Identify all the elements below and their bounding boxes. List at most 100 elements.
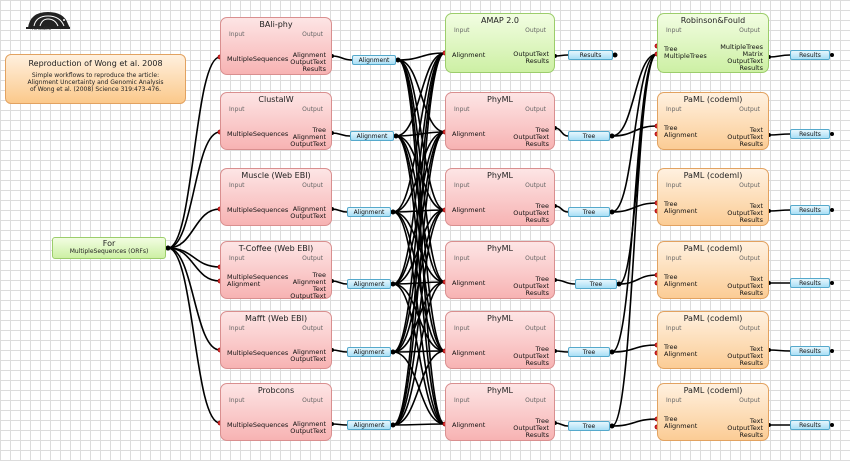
output-port-label[interactable]: OutputText bbox=[513, 423, 549, 432]
alignment-wire-node[interactable]: Alignment bbox=[347, 207, 391, 217]
input-port-label[interactable]: Alignment bbox=[452, 349, 486, 357]
output-port-label[interactable]: Results bbox=[525, 139, 549, 148]
input-port-label[interactable]: Alignment bbox=[664, 207, 698, 215]
output-port-label[interactable]: Results bbox=[525, 358, 549, 367]
output-port-label[interactable]: Alignment bbox=[292, 132, 326, 141]
output-port-label[interactable]: Tree bbox=[312, 125, 326, 134]
results-wire-node[interactable]: Results bbox=[790, 50, 830, 60]
input-port-label[interactable]: Alignment bbox=[664, 422, 698, 430]
output-port-label[interactable]: OutputText bbox=[290, 139, 326, 148]
output-port-label[interactable]: OutputText bbox=[513, 208, 549, 217]
output-port-label[interactable]: Results bbox=[739, 358, 763, 367]
output-port-label[interactable]: OutputText bbox=[513, 50, 549, 58]
results-wire-node[interactable]: Results bbox=[790, 205, 830, 215]
output-port-label[interactable]: OutputText bbox=[513, 281, 549, 290]
output-port-label[interactable]: Results bbox=[739, 64, 763, 72]
output-port-label[interactable]: Results bbox=[739, 430, 763, 439]
output-port-label[interactable]: Tree bbox=[312, 271, 326, 279]
output-port-label[interactable]: Tree bbox=[535, 344, 549, 353]
input-port-label[interactable]: Tree bbox=[664, 124, 678, 132]
input-port-label[interactable]: Alignment bbox=[452, 51, 486, 59]
output-port-label[interactable]: Results bbox=[739, 288, 763, 297]
results-wire-node[interactable]: Results bbox=[790, 420, 830, 430]
output-port-label[interactable]: Results bbox=[302, 64, 326, 73]
tree-wire-node[interactable]: Tree bbox=[568, 207, 610, 217]
results-wire-node[interactable]: Results bbox=[790, 129, 830, 139]
alignment-wire-node[interactable]: Alignment bbox=[352, 55, 396, 65]
output-port-label[interactable]: MultipleTrees bbox=[720, 43, 763, 51]
input-port-label[interactable]: Alignment bbox=[227, 280, 261, 288]
input-port-label[interactable]: MultipleSequences bbox=[227, 421, 289, 429]
output-port-label[interactable]: Results bbox=[525, 288, 549, 297]
output-port-label[interactable]: Alignment bbox=[292, 278, 326, 286]
input-port-label[interactable]: Alignment bbox=[664, 131, 698, 139]
input-port-label[interactable]: Alignment bbox=[452, 279, 486, 287]
input-port-label[interactable]: Alignment bbox=[452, 421, 486, 429]
output-port-label[interactable]: Text bbox=[312, 285, 326, 293]
results-wire-node[interactable]: Results bbox=[790, 346, 830, 356]
input-port-label[interactable]: MultipleSequences bbox=[227, 273, 289, 281]
output-port-label[interactable]: OutputText bbox=[290, 355, 326, 363]
output-port-label[interactable]: Text bbox=[749, 125, 763, 134]
input-port-label[interactable]: Tree bbox=[664, 343, 678, 351]
workflow-info-box[interactable]: Reproduction of Wong et al. 2008 Simple … bbox=[5, 54, 186, 104]
alignment-wire-node[interactable]: Alignment bbox=[347, 420, 391, 430]
input-port-label[interactable]: Tree bbox=[664, 273, 678, 281]
output-port-label[interactable]: Alignment bbox=[292, 348, 326, 356]
alignment-wire-node[interactable]: Alignment bbox=[347, 279, 391, 289]
tree-wire-node[interactable]: Tree bbox=[568, 421, 610, 431]
output-port-label[interactable]: Tree bbox=[535, 125, 549, 134]
alignment-wire-node[interactable]: Alignment bbox=[350, 131, 394, 141]
output-port-label[interactable]: OutputText bbox=[513, 351, 549, 360]
output-port-label[interactable]: OutputText bbox=[727, 208, 763, 217]
alignment-wire-node[interactable]: Alignment bbox=[347, 347, 391, 357]
input-port-label[interactable]: MultipleSequences bbox=[227, 55, 289, 63]
output-port-label[interactable]: OutputText bbox=[727, 132, 763, 141]
input-port-label[interactable]: Alignment bbox=[664, 280, 698, 288]
output-port-label[interactable]: Text bbox=[749, 416, 763, 425]
output-port-label[interactable]: Text bbox=[749, 274, 763, 283]
input-port-label[interactable]: MultipleSequences bbox=[227, 206, 289, 214]
output-port-label[interactable]: OutputText bbox=[727, 351, 763, 360]
output-port-label[interactable]: Alignment bbox=[292, 205, 326, 213]
input-port-label[interactable]: Tree bbox=[664, 415, 678, 423]
tree-wire-node[interactable]: Tree bbox=[568, 347, 610, 357]
output-port-label[interactable]: Results bbox=[739, 215, 763, 224]
output-port-label[interactable]: Results bbox=[525, 57, 549, 65]
output-port-label[interactable]: Alignment bbox=[292, 50, 326, 59]
input-port-label[interactable]: Tree bbox=[664, 200, 678, 208]
output-port-label[interactable]: OutputText bbox=[727, 57, 763, 65]
output-port-label[interactable]: Alignment bbox=[292, 420, 326, 428]
output-port-label[interactable]: Matrix bbox=[742, 50, 763, 58]
output-port-label[interactable]: Text bbox=[749, 344, 763, 353]
output-port-label[interactable]: OutputText bbox=[290, 427, 326, 435]
input-port-label[interactable]: MultipleSequences bbox=[227, 130, 289, 138]
output-port-label[interactable]: OutputText bbox=[290, 292, 326, 300]
results-wire-node[interactable]: Results bbox=[568, 50, 613, 60]
input-port-label[interactable]: Tree bbox=[664, 45, 678, 53]
results-wire-node[interactable]: Results bbox=[790, 278, 830, 288]
output-port-label[interactable]: Results bbox=[525, 215, 549, 224]
output-port-label[interactable]: OutputText bbox=[727, 423, 763, 432]
input-port-label[interactable]: Alignment bbox=[664, 350, 698, 358]
output-port-label[interactable]: Results bbox=[739, 139, 763, 148]
output-port-label[interactable]: Results bbox=[525, 430, 549, 439]
output-port-label[interactable]: Text bbox=[749, 201, 763, 210]
for-loop-node[interactable]: For MultipleSequences (ORFs) bbox=[52, 237, 166, 259]
output-port-label[interactable]: Tree bbox=[535, 274, 549, 283]
output-port-label[interactable]: Tree bbox=[535, 416, 549, 425]
